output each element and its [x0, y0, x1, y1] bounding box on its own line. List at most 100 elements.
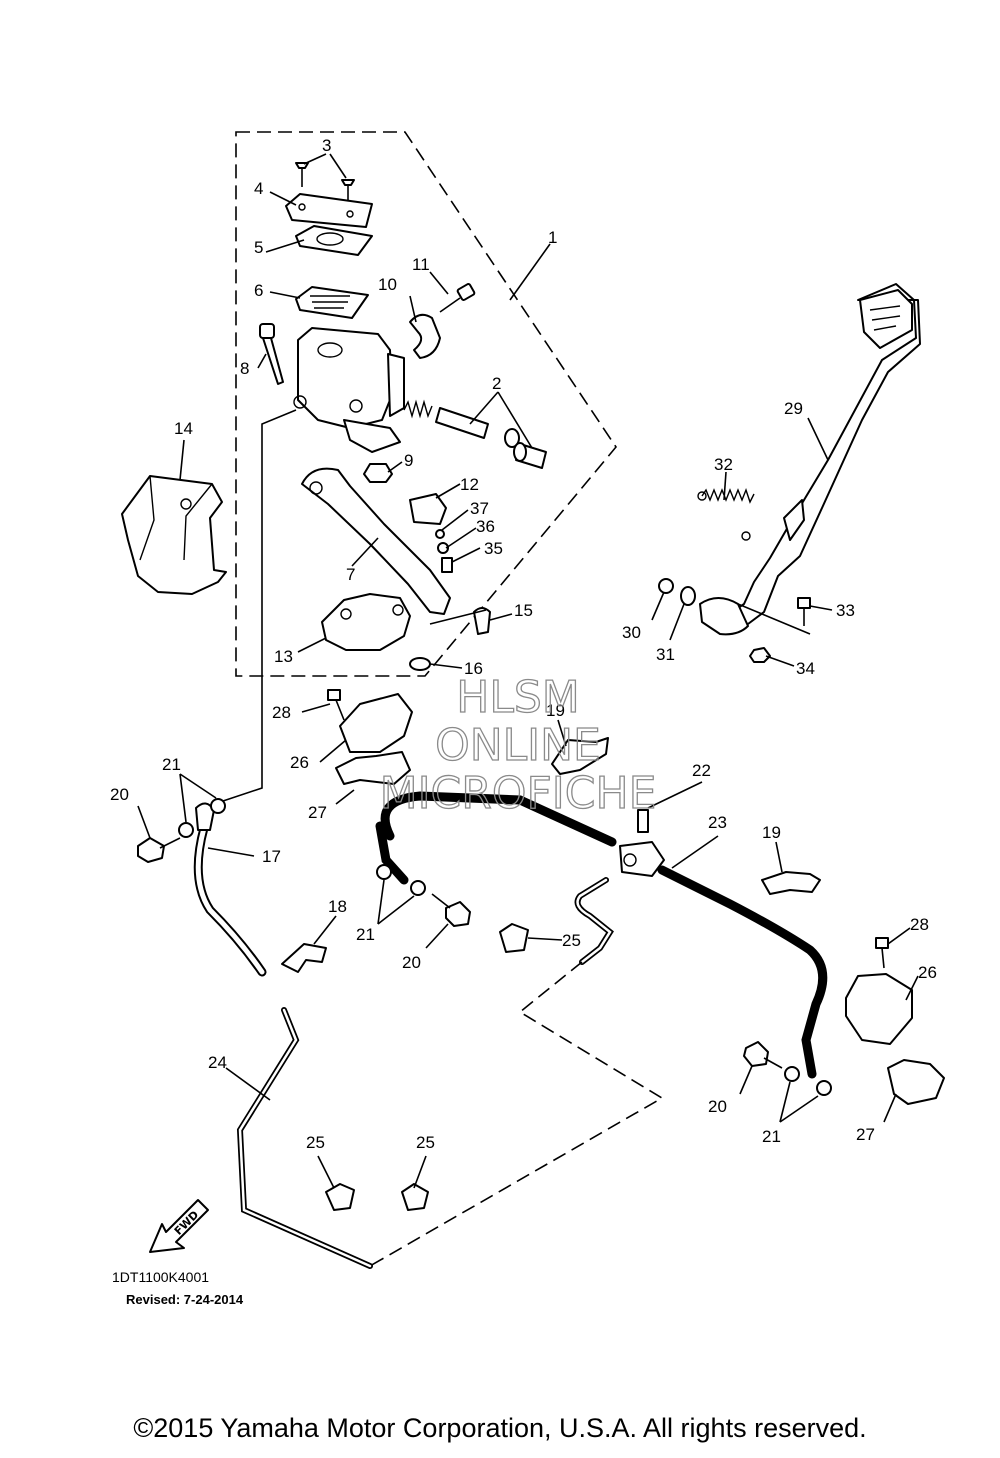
- part-21-washer: [210, 798, 226, 814]
- callout-10: 10: [378, 275, 397, 294]
- part-21-washer: [784, 1066, 800, 1082]
- part-25-clamp: [401, 1183, 429, 1211]
- watermark: HLSM ONLINE MICROFICHE: [379, 671, 657, 819]
- assembly-1-boundary: [235, 131, 617, 677]
- part-10-clamp: [409, 313, 441, 359]
- callout-1: 1: [548, 228, 557, 247]
- callout-23: 23: [708, 813, 727, 832]
- part-18-clip: [281, 943, 327, 973]
- part-11-bolt: [439, 283, 476, 313]
- fwd-arrow: FWD: [149, 1199, 209, 1253]
- brake-hose-23: [375, 791, 828, 1079]
- part-34-nut: [749, 647, 771, 663]
- part-20-bolt: [743, 1041, 783, 1069]
- part-21-washer: [178, 822, 194, 838]
- part-19-clip: [761, 871, 821, 895]
- part-20-bolt: [431, 893, 471, 927]
- callout-20b: 20: [402, 953, 421, 972]
- master-cylinder-body: [293, 327, 405, 453]
- callout-15: 15: [514, 601, 533, 620]
- pipe-routing-dashed: [369, 961, 664, 1267]
- watermark-line-1: HLSM: [456, 672, 580, 723]
- part-35-screw: [441, 557, 453, 573]
- callout-28a: 28: [272, 703, 291, 722]
- part-19-clip: [551, 737, 609, 775]
- part-14-guard: [121, 475, 227, 595]
- callout-32: 32: [714, 455, 733, 474]
- copyright-notice: ©2015 Yamaha Motor Corporation, U.S.A. A…: [133, 1413, 867, 1443]
- part-33-bolt: [797, 597, 811, 609]
- callout-34: 34: [796, 659, 815, 678]
- callout-4: 4: [254, 179, 263, 198]
- part-17-banjo: [195, 802, 215, 831]
- callout-29: 29: [784, 399, 803, 418]
- callout-24: 24: [208, 1053, 227, 1072]
- callout-20c: 20: [708, 1097, 727, 1116]
- part-30-clip: [658, 578, 674, 594]
- part-8-bolt: [259, 323, 284, 385]
- callout-12: 12: [460, 475, 479, 494]
- part-16-washer: [409, 657, 431, 671]
- callout-31: 31: [656, 645, 675, 664]
- callout-19a: 19: [546, 701, 565, 720]
- callout-35: 35: [484, 539, 503, 558]
- part-5-plate: [295, 225, 373, 256]
- part-31-washer: [680, 586, 696, 606]
- callout-3: 3: [322, 136, 331, 155]
- callout-9: 9: [404, 451, 413, 470]
- callout-25b: 25: [306, 1133, 325, 1152]
- callout-36: 36: [476, 517, 495, 536]
- part-28-bolt: [327, 689, 341, 701]
- callout-21a: 21: [162, 755, 181, 774]
- callout-26a: 26: [290, 753, 309, 772]
- part-32-spring: [701, 487, 755, 504]
- callout-21c: 21: [762, 1127, 781, 1146]
- callout-19b: 19: [762, 823, 781, 842]
- callout-30: 30: [622, 623, 641, 642]
- part-22-joint: [619, 841, 665, 877]
- part-28-bolt: [875, 937, 889, 949]
- callout-37: 37: [470, 499, 489, 518]
- part-25-clamp: [325, 1183, 355, 1211]
- callout-20a: 20: [110, 785, 129, 804]
- callout-17: 17: [262, 847, 281, 866]
- part-24-brake-pipe: [236, 877, 614, 1269]
- part-12-switch: [409, 493, 447, 525]
- part-9-nut: [363, 463, 393, 483]
- callout-26b: 26: [918, 963, 937, 982]
- callout-27a: 27: [308, 803, 327, 822]
- callout-33: 33: [836, 601, 855, 620]
- callout-14: 14: [174, 419, 193, 438]
- watermark-line-3: MICROFICHE: [380, 768, 657, 819]
- part-3-screws: [295, 162, 355, 203]
- part-37-washer: [435, 529, 445, 539]
- leader-lines: [137, 153, 919, 1189]
- part-2-piston-kit: [403, 399, 547, 469]
- part-27-bracket: [335, 751, 411, 785]
- revised-date: Revised: 7-24-2014: [126, 1292, 244, 1307]
- brake-hose-17: [193, 823, 267, 977]
- part-21-washer: [816, 1080, 832, 1096]
- callout-11: 11: [412, 255, 430, 274]
- part-20-bolt: [137, 837, 181, 863]
- part-26-guide: [339, 693, 413, 753]
- callout-27b: 27: [856, 1125, 875, 1144]
- callout-8: 8: [240, 359, 249, 378]
- part-15-pin: [473, 607, 491, 635]
- callout-2: 2: [492, 374, 501, 393]
- callout-16: 16: [464, 659, 483, 678]
- callout-5: 5: [254, 238, 263, 257]
- callout-7: 7: [346, 565, 355, 584]
- part-36-washer: [437, 542, 449, 554]
- part-26-guide: [845, 973, 913, 1045]
- part-4-cap: [285, 193, 373, 228]
- callout-25c: 25: [416, 1133, 435, 1152]
- callout-21b: 21: [356, 925, 375, 944]
- watermark-line-2: ONLINE: [435, 720, 601, 771]
- part-21-washer: [410, 880, 426, 896]
- part-13-holder: [321, 593, 411, 651]
- part-25-clamp: [499, 923, 529, 953]
- callout-28b: 28: [910, 915, 929, 934]
- callout-18: 18: [328, 897, 347, 916]
